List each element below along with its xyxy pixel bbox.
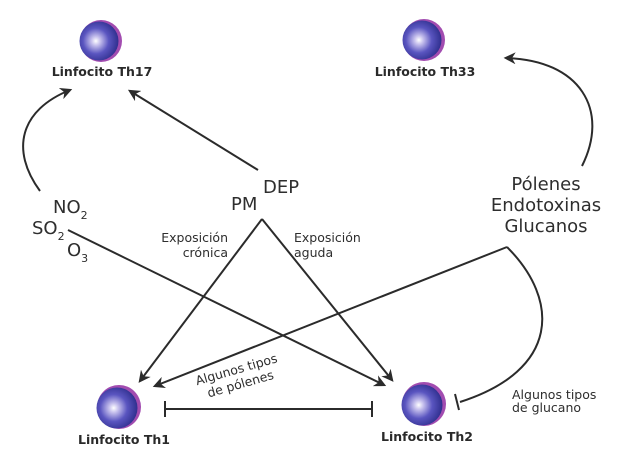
cell-icon <box>401 384 443 426</box>
inhibition-bar-th2 <box>454 393 460 411</box>
cell-th1: Linfocito Th1 <box>78 385 170 447</box>
cell-icon <box>402 20 442 60</box>
edge-pm-chronic-to-th1 <box>138 218 263 383</box>
cell-icon <box>79 21 119 61</box>
chronic-exposure-label-line2: crónica <box>183 245 228 260</box>
pollen-label: Pólenes <box>511 174 580 195</box>
o3-label: O3 <box>67 240 88 265</box>
acute-exposure-label-line2: aguda <box>294 245 333 260</box>
biological-group: Pólenes Endotoxinas Glucanos <box>491 174 601 237</box>
cell-th17: Linfocito Th17 <box>52 20 153 79</box>
so2-label: SO2 <box>32 218 65 243</box>
acute-exposure-label-line1: Exposición <box>294 230 361 245</box>
gases-group: NO2 SO2 O3 <box>32 197 88 265</box>
pollen-edge-label: Algunos tipos de pólenes <box>194 350 279 400</box>
edge-pm-acute-to-th2 <box>261 218 394 382</box>
cell-th2: Linfocito Th2 <box>381 382 473 444</box>
edge-gases-to-th2 <box>67 229 387 387</box>
cell-label-th1: Linfocito Th1 <box>78 432 170 447</box>
no2-label: NO2 <box>53 197 88 222</box>
edge-pollen-to-th1 <box>152 246 508 389</box>
edge-th1-th2-mutual-inhibition <box>164 401 373 417</box>
glucan-label: Glucanos <box>504 216 587 237</box>
cell-label-th2: Linfocito Th2 <box>381 429 473 444</box>
dep-label: DEP <box>263 177 299 198</box>
cell-icon <box>96 387 138 429</box>
particles-group: DEP PM <box>231 177 299 215</box>
cell-label-th17: Linfocito Th17 <box>52 64 153 79</box>
edge-dep-to-th17 <box>127 89 259 171</box>
pm-label: PM <box>231 194 257 215</box>
edge-glucan-inhibits-th2 <box>459 246 544 403</box>
cell-th33: Linfocito Th33 <box>375 19 476 79</box>
edge-biological-to-th33 <box>503 52 594 167</box>
endotoxin-label: Endotoxinas <box>491 195 601 216</box>
edge-gases-to-th17 <box>22 88 73 192</box>
chronic-exposure-label-line1: Exposición <box>161 230 228 245</box>
glucan-edge-label-line1: Algunos tipos <box>512 387 596 402</box>
glucan-edge-label-line2: de glucano <box>512 400 581 415</box>
cell-label-th33: Linfocito Th33 <box>375 64 476 79</box>
